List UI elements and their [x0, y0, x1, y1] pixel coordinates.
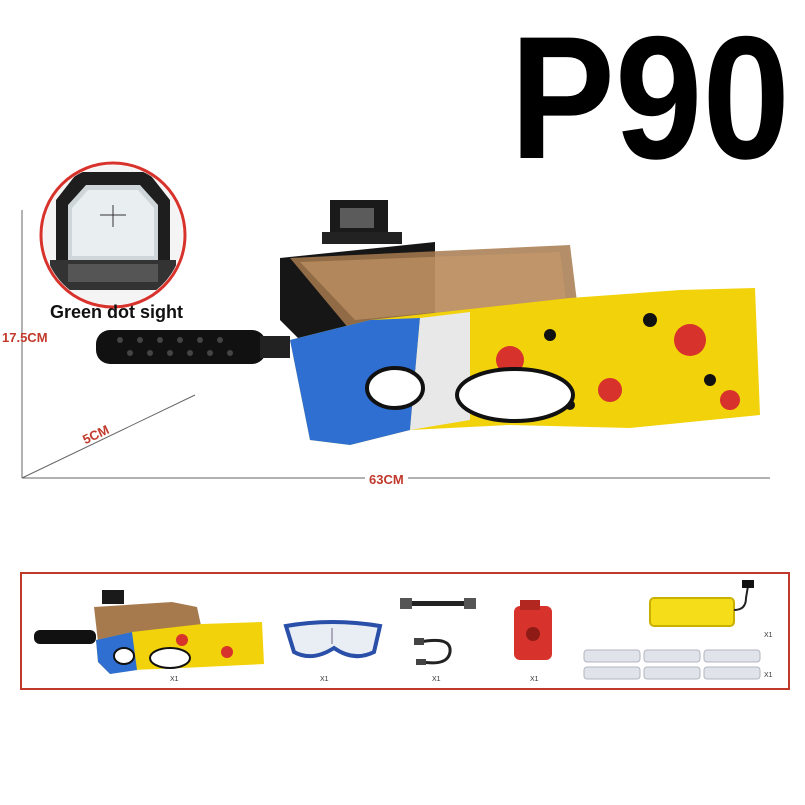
goggles-image [283, 620, 383, 659]
length-dimension: 63CM [365, 472, 408, 487]
count-hopper: X1 [530, 676, 539, 683]
main-gun-image [96, 200, 760, 445]
package-gun-image [34, 590, 264, 674]
product-title: P90 [510, 10, 790, 170]
sight-label: Green dot sight [50, 302, 184, 322]
height-dimension: 17.5CM [2, 330, 48, 345]
count-gun: X1 [170, 676, 179, 683]
battery-image [649, 580, 754, 627]
count-battery: X1 [764, 632, 773, 639]
count-accessories: X1 [432, 676, 441, 683]
count-goggles: X1 [320, 676, 329, 683]
product-title-text: P90 [510, 10, 790, 170]
package-contents-panel [20, 572, 790, 690]
gel-ball-strips-image [583, 649, 761, 680]
usb-cable-image [414, 638, 452, 665]
strap-image [400, 598, 476, 609]
gel-hopper-image [514, 600, 552, 660]
count-gel-balls: X1 [764, 672, 773, 679]
sight-closeup-image [39, 161, 187, 309]
